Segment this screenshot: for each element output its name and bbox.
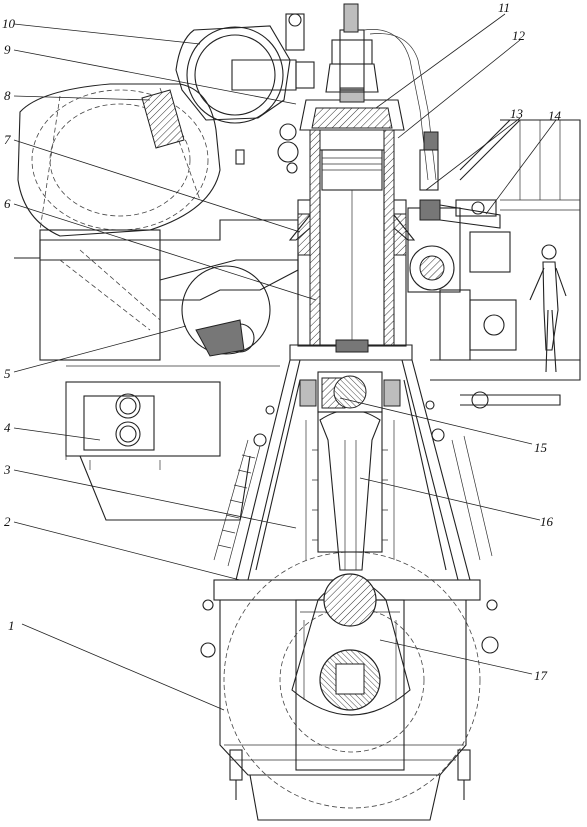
piston-rod-guide [305, 411, 395, 560]
callout-7: 7 [4, 132, 11, 147]
exhaust-valve [325, 3, 439, 191]
cylinder-block [288, 87, 416, 361]
callout-9: 9 [4, 42, 11, 57]
callout-5: 5 [4, 366, 11, 381]
callout-6: 6 [4, 196, 11, 211]
callout-10: 10 [2, 16, 16, 31]
turbocharger [175, 13, 315, 174]
human-figure [529, 244, 567, 373]
callout-17: 17 [534, 668, 548, 683]
callout-leaders [13, 13, 557, 711]
crankshaft-journal [291, 573, 411, 716]
callout-1: 1 [8, 618, 15, 633]
air-intake-silencer [17, 83, 221, 237]
scavenge-air-receiver [14, 219, 299, 361]
callout-labels: 1 2 3 4 5 6 7 8 9 10 11 12 13 14 15 16 1… [2, 0, 562, 683]
callout-16: 16 [540, 514, 554, 529]
callout-2: 2 [4, 514, 11, 529]
callout-15: 15 [534, 440, 548, 455]
operating-platform [430, 119, 581, 409]
callout-8: 8 [4, 88, 11, 103]
air-cooler [65, 365, 280, 521]
callout-4: 4 [4, 420, 11, 435]
fuel-pump-camshaft [407, 119, 521, 293]
callout-14: 14 [548, 108, 562, 123]
callout-13: 13 [510, 106, 524, 121]
callout-3: 3 [3, 462, 11, 477]
callout-12: 12 [512, 28, 526, 43]
callout-11: 11 [498, 0, 510, 15]
